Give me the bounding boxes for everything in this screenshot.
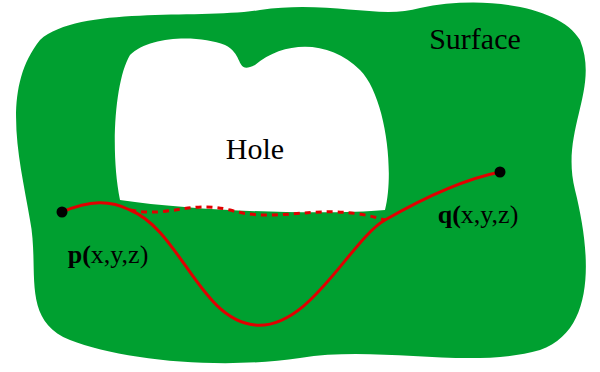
long-path [62, 172, 500, 325]
point-p [57, 207, 68, 218]
hole-region: Hole [110, 30, 400, 225]
hole-region-fill [115, 38, 389, 212]
point-label-text: q(x,y,z) [438, 201, 519, 230]
short-path [130, 207, 385, 220]
hole-region-outline [110, 30, 400, 225]
point-label: p(x,y,z) [68, 241, 149, 270]
surface-region-fill [16, 3, 586, 364]
hole-label: Hole [226, 132, 284, 165]
point-label: q(x,y,z) [438, 201, 519, 230]
surface-label: Surface [429, 22, 521, 55]
point-q [495, 167, 506, 178]
point-label-text: p(x,y,z) [68, 241, 149, 270]
